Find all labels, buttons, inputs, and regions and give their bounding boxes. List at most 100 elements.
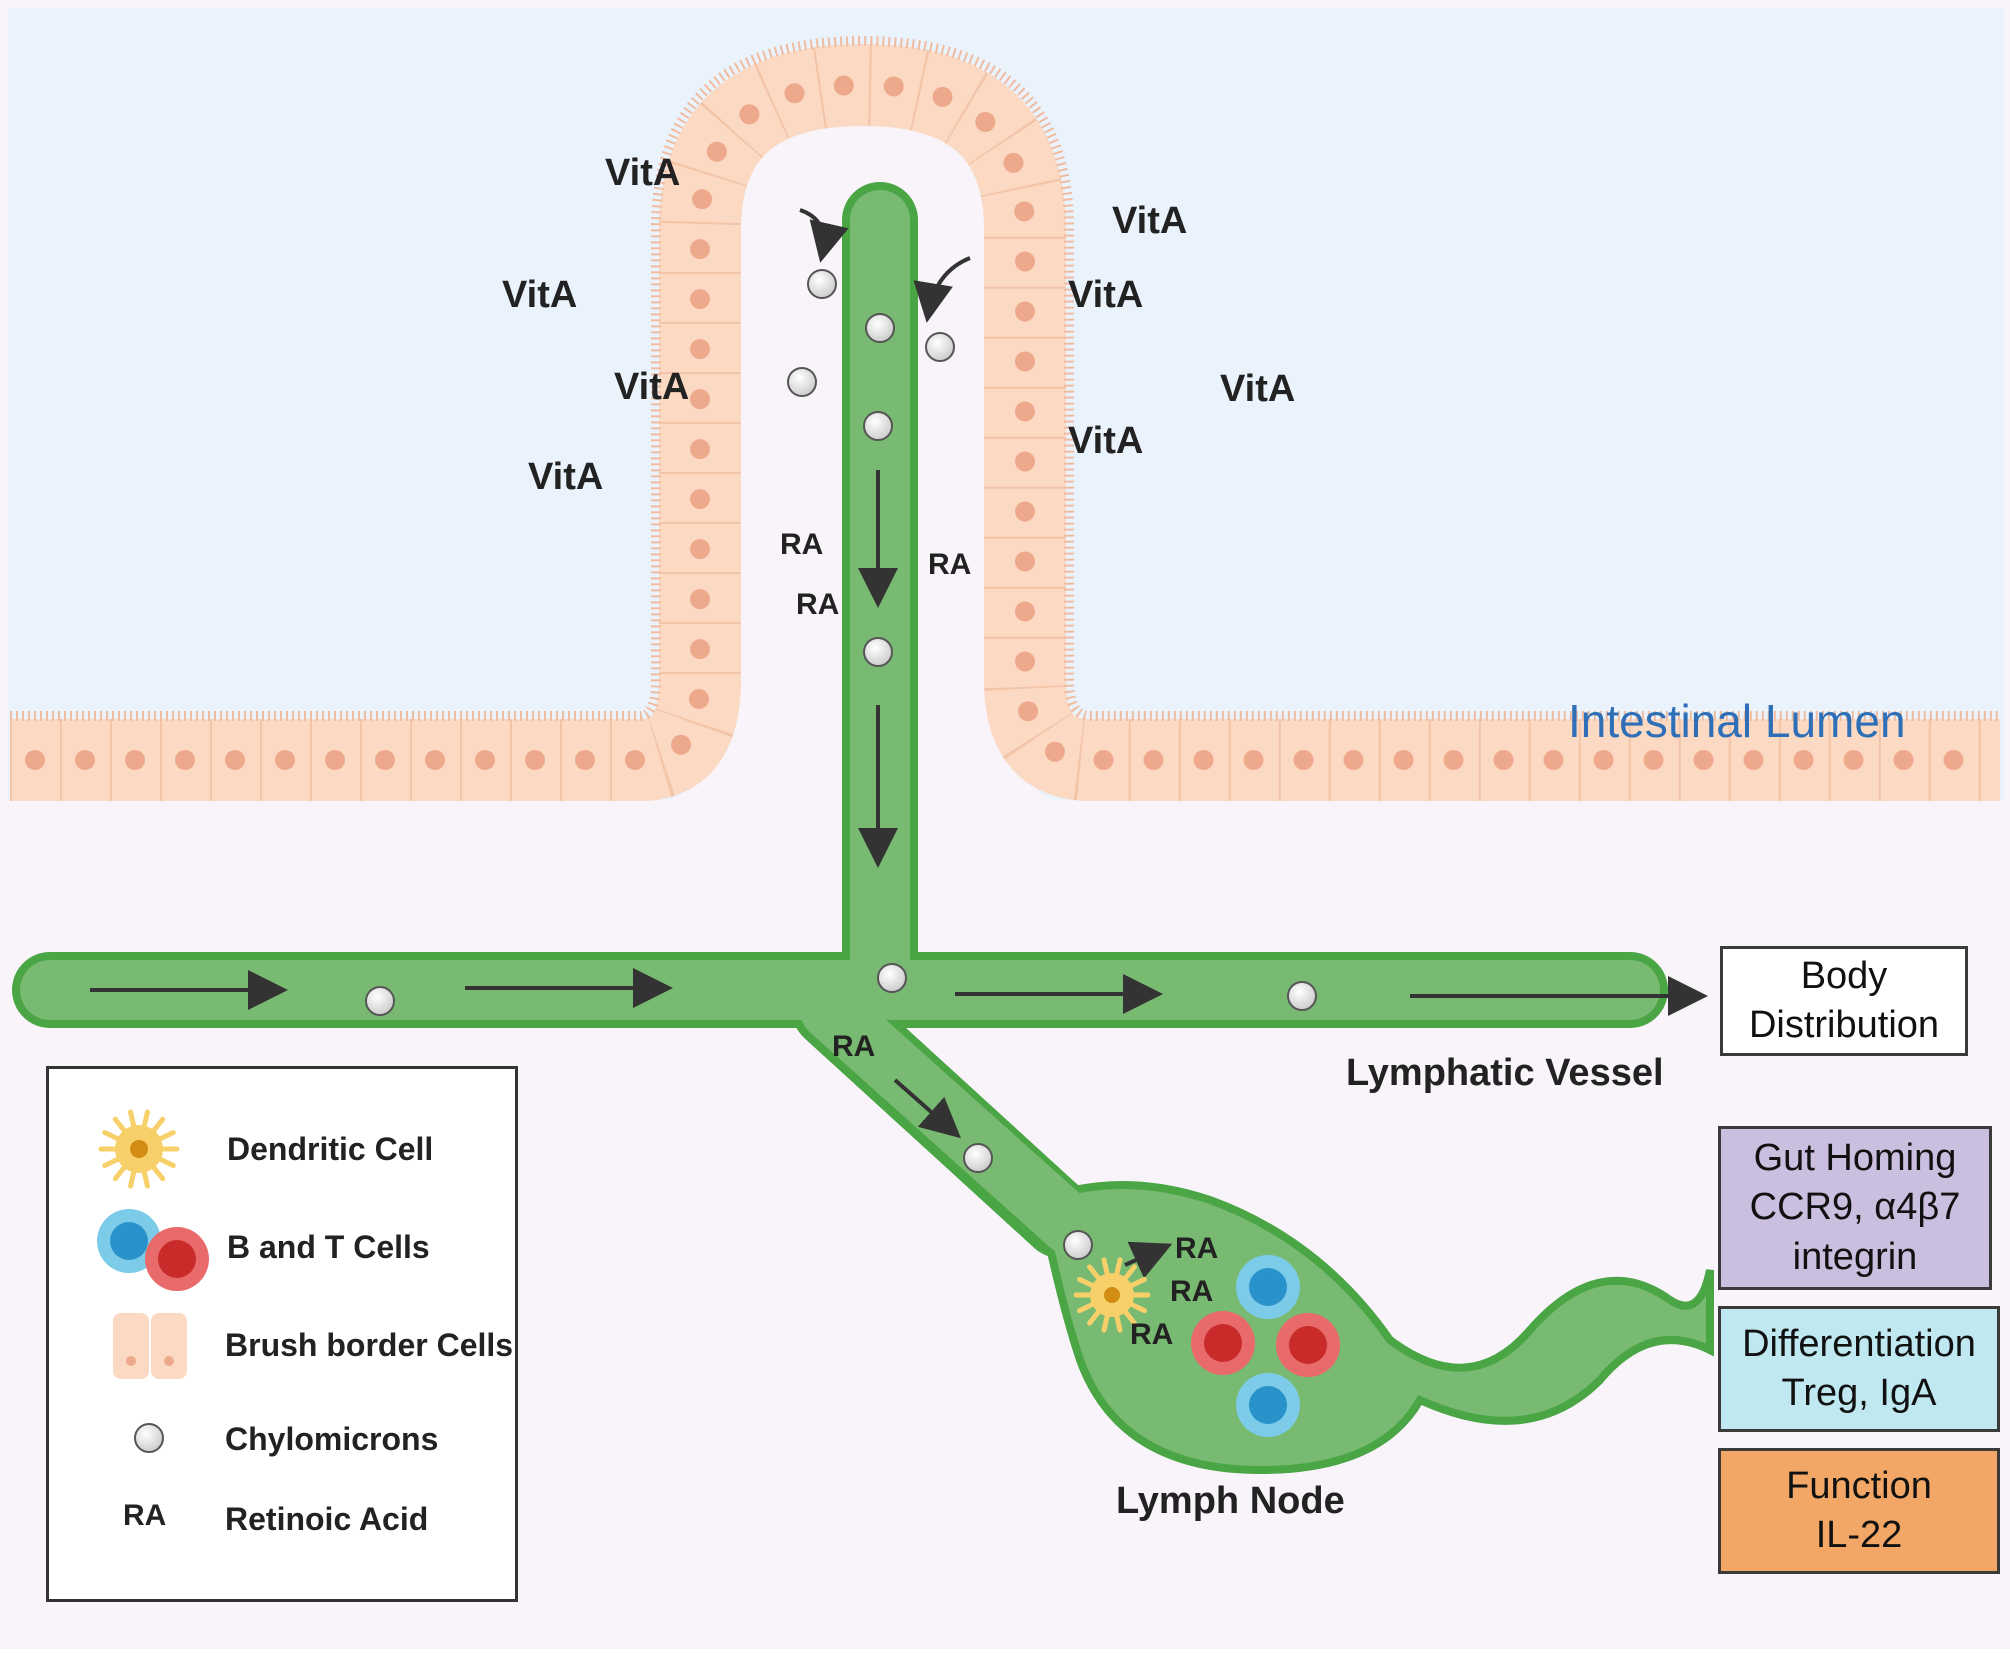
epithelial-nucleus <box>690 239 710 260</box>
epithelial-nucleus <box>1015 301 1035 322</box>
box-line: Differentiation <box>1742 1322 1976 1365</box>
epithelial-nucleus <box>1015 601 1035 622</box>
ra-label: RA <box>796 588 840 621</box>
lumen-background <box>8 8 2004 800</box>
b-cell <box>1236 1255 1300 1319</box>
epithelial-nucleus <box>883 76 904 97</box>
epithelial-nucleus <box>375 750 395 770</box>
epithelial-nucleus <box>125 750 145 770</box>
epithelial-nucleus <box>975 112 996 133</box>
chylomicron <box>863 411 893 441</box>
lymph-node-cells <box>1073 1255 1340 1437</box>
epithelial-nucleus <box>690 339 710 360</box>
chylomicron <box>807 269 837 299</box>
absorption-arrow <box>799 208 849 263</box>
epithelial-nucleus <box>1393 750 1414 770</box>
flow-arrows <box>90 208 1708 1279</box>
epithelial-nucleus <box>1015 551 1035 572</box>
epithelial-nucleus <box>1243 750 1264 770</box>
chylomicron <box>1063 1230 1093 1260</box>
vita-label: VitA <box>528 456 604 498</box>
box-line: Distribution <box>1748 1004 1940 1046</box>
epithelial-nucleus <box>1943 750 1964 770</box>
ra-label: RA <box>1170 1275 1214 1308</box>
epithelial-nucleus <box>932 86 953 107</box>
epithelial-nucleus <box>706 141 727 162</box>
epithelial-nucleus <box>175 750 195 770</box>
epithelial-nucleus <box>1015 451 1035 472</box>
epithelial-nucleus <box>690 589 710 610</box>
epithelial-nucleus <box>1044 741 1065 762</box>
epithelial-nucleus <box>425 750 445 770</box>
epithelial-nucleus <box>1593 750 1614 770</box>
epithelial-nucleus <box>1743 750 1764 770</box>
function-box: Function IL-22 <box>1718 1448 2000 1574</box>
flow-arrow <box>1124 1241 1173 1279</box>
vita-label: VitA <box>1220 368 1296 410</box>
lymph-node-label: Lymph Node <box>1116 1480 1345 1522</box>
epithelial-nucleus <box>225 750 245 770</box>
epithelial-nucleus <box>1843 750 1864 770</box>
ra-label: RA <box>832 1030 876 1063</box>
dendritic-cell-icon <box>98 1109 180 1189</box>
gut-homing-box: Gut Homing CCR9, α4β7 integrin <box>1718 1126 1992 1290</box>
epithelial-nucleus <box>25 750 45 770</box>
intestinal-lumen-label: Intestinal Lumen <box>1568 695 1906 747</box>
epithelial-nucleus <box>1015 251 1035 272</box>
vita-label: VitA <box>614 366 690 408</box>
epithelial-nucleus <box>692 189 713 210</box>
epithelial-nucleus <box>1493 750 1514 770</box>
epithelial-nucleus <box>1015 651 1035 672</box>
box-line: Body <box>1800 954 1888 997</box>
epithelial-nucleus <box>1018 701 1039 722</box>
epithelial-nucleus <box>1093 750 1114 770</box>
epithelial-nucleus <box>625 750 645 770</box>
chylomicron <box>365 986 395 1016</box>
epithelial-nucleus <box>575 750 595 770</box>
vita-label: VitA <box>605 152 681 194</box>
chylomicron <box>865 313 895 343</box>
brush-border-cells-icon <box>113 1313 187 1379</box>
box-line: Function <box>1786 1464 1932 1507</box>
box-line: Treg, IgA <box>1781 1372 1937 1414</box>
vita-label: VitA <box>502 274 578 316</box>
epithelial-nucleus <box>1014 201 1035 222</box>
epithelial-nucleus <box>1693 750 1714 770</box>
chylomicron <box>787 367 817 397</box>
box-line: IL-22 <box>1815 1514 1903 1556</box>
epithelial-nucleus <box>689 689 710 710</box>
ra-label: RA <box>780 528 824 561</box>
chylomicrons <box>365 269 1317 1260</box>
chylomicron-icon <box>134 1423 164 1453</box>
ra-label: RA <box>1130 1318 1174 1351</box>
chylomicron <box>963 1143 993 1173</box>
legend-label: Dendritic Cell <box>227 1131 434 1167</box>
epithelial-nucleus <box>1543 750 1564 770</box>
epithelial-nucleus <box>1193 750 1214 770</box>
epithelial-nucleus <box>670 734 691 755</box>
legend-label: B and T Cells <box>227 1229 430 1265</box>
ra-label: RA <box>1175 1232 1219 1265</box>
epithelial-nucleus <box>833 75 854 96</box>
epithelial-nucleus <box>1893 750 1914 770</box>
dendritic-cell-icon <box>1073 1257 1151 1333</box>
b-cell <box>1236 1373 1300 1437</box>
box-line: Gut Homing <box>1753 1136 1957 1179</box>
epithelial-nucleus <box>784 83 805 104</box>
vita-label: VitA <box>1068 274 1144 316</box>
legend-label: Chylomicrons <box>225 1421 439 1457</box>
t-cell <box>1191 1311 1255 1375</box>
epithelial-nucleus <box>739 104 760 125</box>
lymphatic-vessel-label: Lymphatic Vessel <box>1346 1052 1664 1094</box>
epithelial-nucleus <box>275 750 295 770</box>
epithelial-nucleus <box>690 439 710 460</box>
epithelial-nucleus <box>475 750 495 770</box>
epithelial-nucleus <box>690 489 710 510</box>
vita-label: VitA <box>1068 420 1144 462</box>
epithelial-nucleus <box>1343 750 1364 770</box>
epithelial-nucleus <box>1443 750 1464 770</box>
chylomicron <box>877 963 907 993</box>
legend-label: Retinoic Acid <box>225 1501 429 1537</box>
epithelial-nucleus <box>690 289 710 310</box>
